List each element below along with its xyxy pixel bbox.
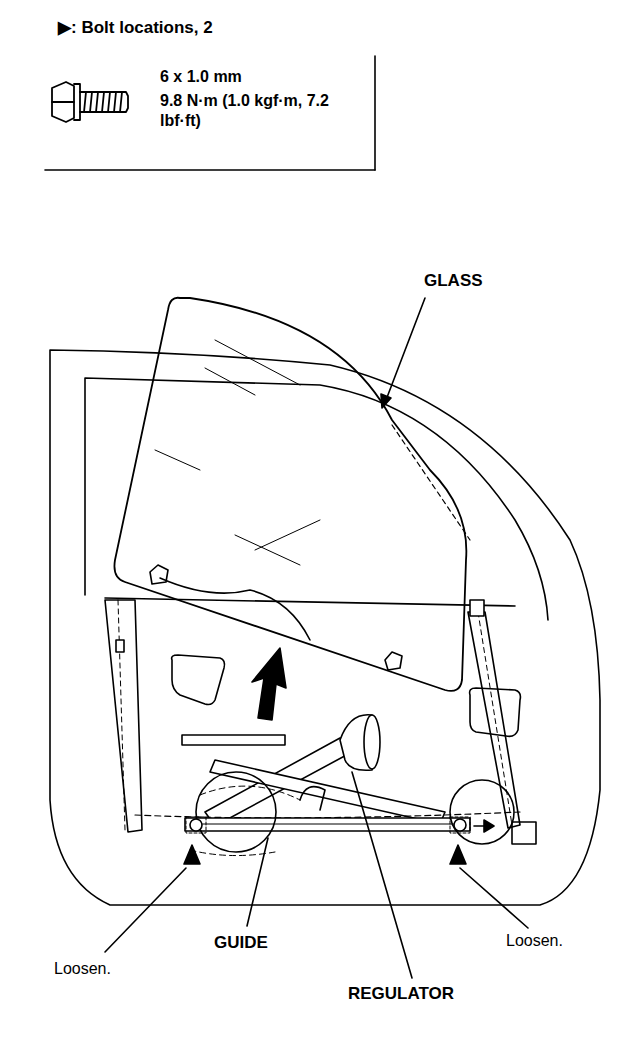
part-name: REGULATOR <box>348 983 454 1004</box>
bolt-size: 6 x 1.0 mm <box>160 67 242 87</box>
heading-label: ▶: Bolt locations, 2 <box>58 17 213 38</box>
part-name: GUIDE <box>214 932 268 953</box>
note-label: Loosen. <box>54 959 111 979</box>
note-label: Loosen. <box>506 931 563 951</box>
torque-spec: 9.8 N·m (1.0 kgf·m, 7.2 lbf·ft) <box>160 91 342 131</box>
part-name: GLASS <box>424 270 483 291</box>
